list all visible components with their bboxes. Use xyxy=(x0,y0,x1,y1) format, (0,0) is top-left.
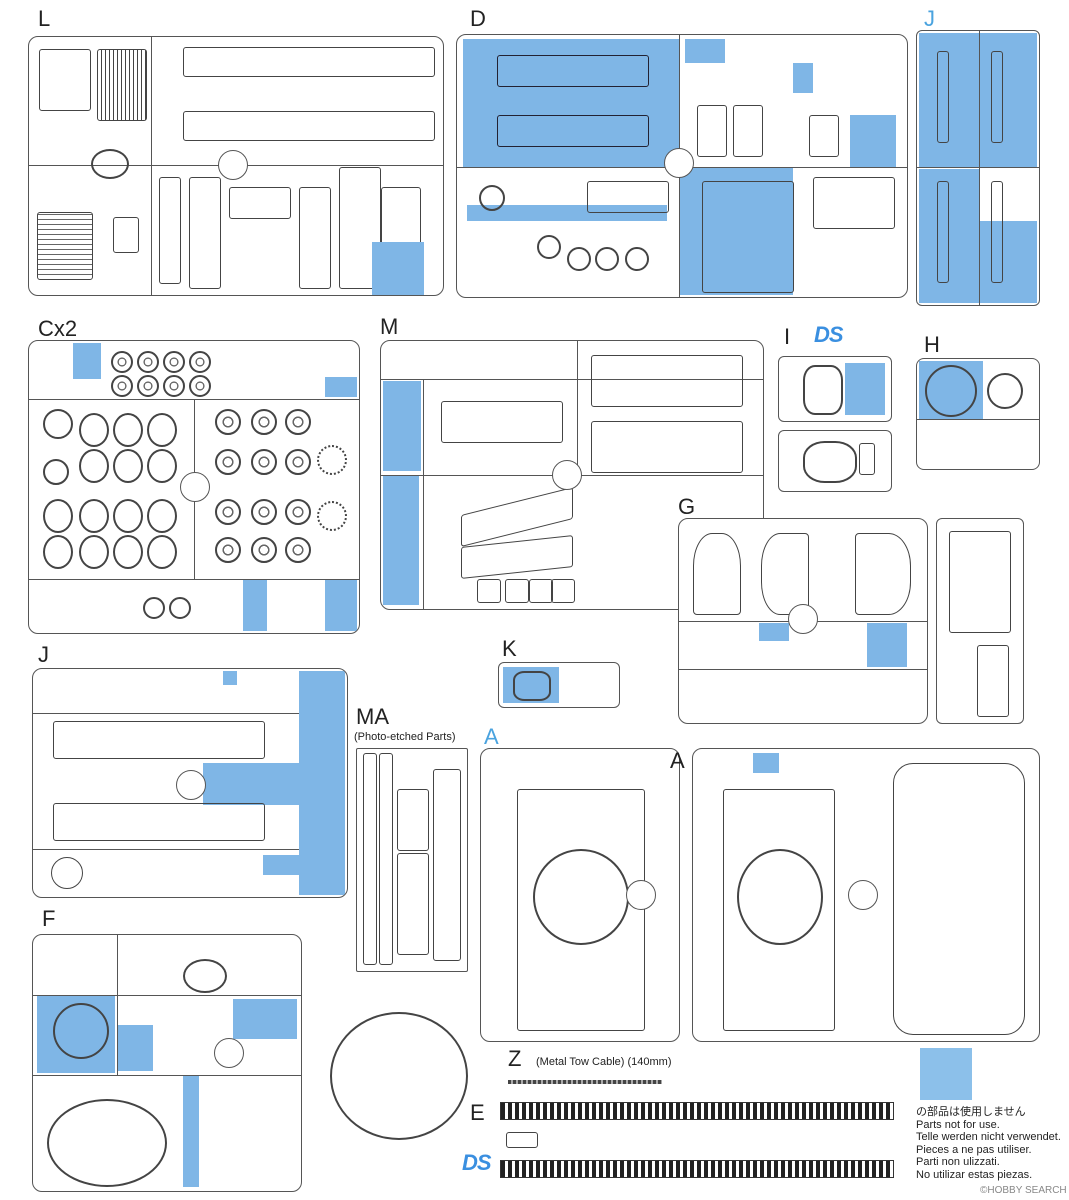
tow-cable xyxy=(508,1080,662,1084)
sprue-h xyxy=(916,358,1040,470)
sprue-gate xyxy=(214,1038,244,1068)
sprue-label-d: D xyxy=(470,6,486,31)
sprue-g-side xyxy=(936,518,1024,724)
sprue-label-ma: MA xyxy=(356,704,389,729)
sprue-label-i: I xyxy=(784,324,791,349)
sprue-label-k: K xyxy=(502,636,517,661)
track-run-upper xyxy=(500,1102,894,1120)
sprue-ma-subtitle: (Photo-etched Parts) xyxy=(354,731,456,743)
sprue-label-a-2: A xyxy=(670,748,685,773)
ds-logo-top: DS xyxy=(814,322,844,347)
legend-line-es: No utilizar estas piezas. xyxy=(916,1168,1033,1181)
sprue-i-lower xyxy=(778,430,892,492)
sprue-label-a-1: A xyxy=(484,724,499,749)
sprue-gate xyxy=(552,460,582,490)
sprue-gate xyxy=(848,880,878,910)
legend-line-de: Telle werden nicht verwendet. xyxy=(916,1131,1061,1143)
sprue-label-f: F xyxy=(42,906,56,931)
sprue-label-g: G xyxy=(678,494,696,519)
track-pin-sprue xyxy=(506,1132,538,1148)
sprue-z-subtitle: (Metal Tow Cable) (140mm) xyxy=(536,1056,672,1068)
ds-logo-bottom: DS xyxy=(462,1150,492,1175)
sprue-label-z: Z xyxy=(508,1046,522,1071)
sprue-l xyxy=(28,36,444,296)
sprue-gate xyxy=(788,604,818,634)
sprue-label-j: J xyxy=(38,642,49,667)
sprue-label-h: H xyxy=(924,332,940,357)
legend-line-en: Parts not for use. xyxy=(916,1118,1000,1131)
sprue-j-top xyxy=(916,30,1040,306)
sprue-gate xyxy=(176,770,206,800)
sprue-label-e: E xyxy=(470,1100,485,1125)
turret-part xyxy=(330,1012,468,1140)
sprue-label-j-top: J xyxy=(924,6,935,31)
sprue-label-cx2: Cx2 xyxy=(38,316,78,341)
sprue-ma xyxy=(356,748,468,972)
legend-line-it: Parti non ulizzati. xyxy=(916,1156,1000,1168)
sprue-gate xyxy=(218,150,248,180)
sprue-gate xyxy=(180,472,210,502)
sprue-gate xyxy=(664,148,694,178)
sprue-i xyxy=(778,356,892,422)
sprue-label-m: M xyxy=(380,314,399,339)
sprue-gate xyxy=(626,880,656,910)
sprue-label-l: L xyxy=(38,6,51,31)
track-run-lower xyxy=(500,1160,894,1178)
legend-line-fr: Pieces a ne pas utiliser. xyxy=(916,1143,1032,1156)
sprue-f xyxy=(32,934,302,1192)
watermark: ©HOBBY SEARCH xyxy=(980,1185,1067,1196)
legend-text: の部品は使用しません Parts not for use. Telle werd… xyxy=(916,1106,1061,1181)
sprue-k xyxy=(498,662,620,708)
sprue-c xyxy=(28,340,360,634)
unused-parts-swatch xyxy=(920,1048,972,1100)
legend-line-ja: の部品は使用しません xyxy=(916,1106,1026,1118)
